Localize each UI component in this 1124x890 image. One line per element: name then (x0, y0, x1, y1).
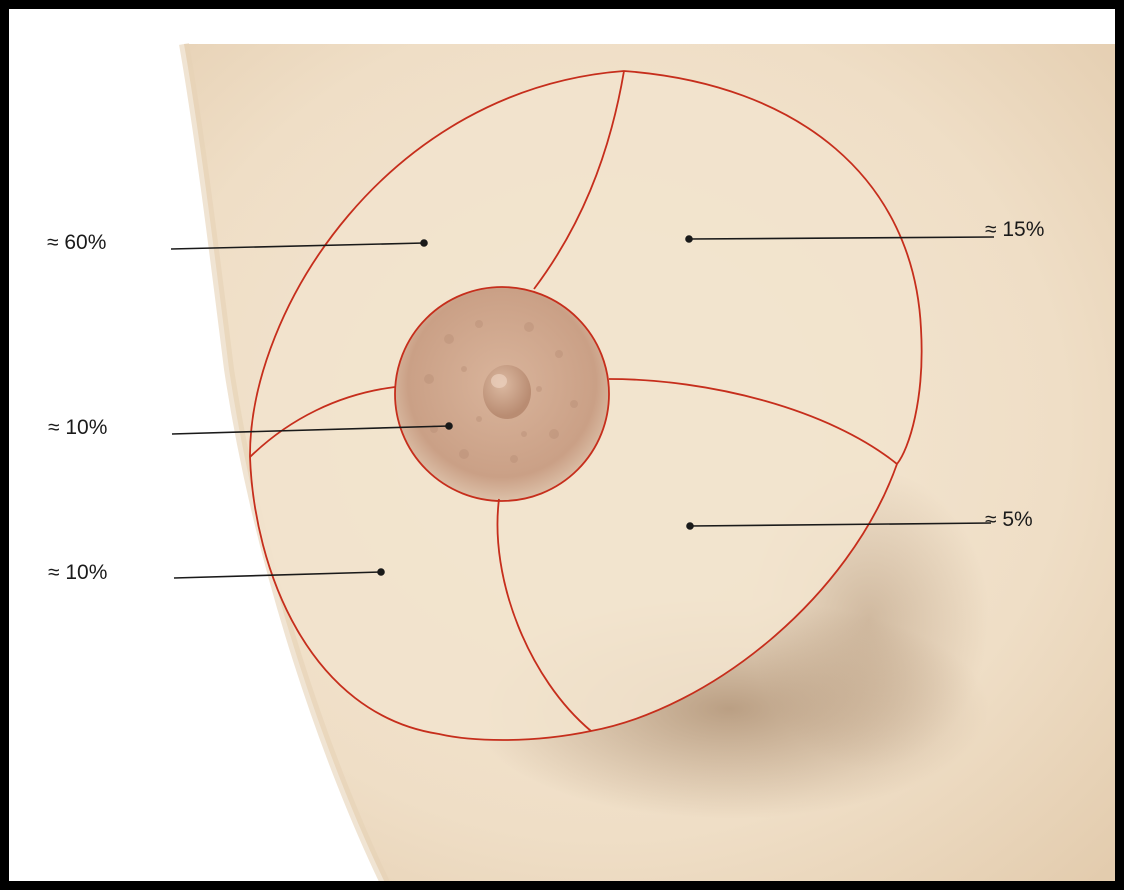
label-central: ≈ 10% (48, 417, 107, 438)
leader-dot-upper-inner (686, 236, 692, 242)
label-lower-inner: ≈ 5% (985, 509, 1033, 530)
leader-dot-lower-outer (378, 569, 384, 575)
leader-dot-lower-inner (687, 523, 693, 529)
label-upper-inner: ≈ 15% (985, 219, 1044, 240)
label-upper-outer: ≈ 60% (47, 232, 106, 253)
leader-dot-central (446, 423, 452, 429)
nipple-highlight (491, 374, 507, 388)
label-lower-outer: ≈ 10% (48, 562, 107, 583)
leader-dot-upper-outer (421, 240, 427, 246)
breast-quadrant-illustration (9, 9, 1124, 890)
nipple (483, 365, 531, 419)
